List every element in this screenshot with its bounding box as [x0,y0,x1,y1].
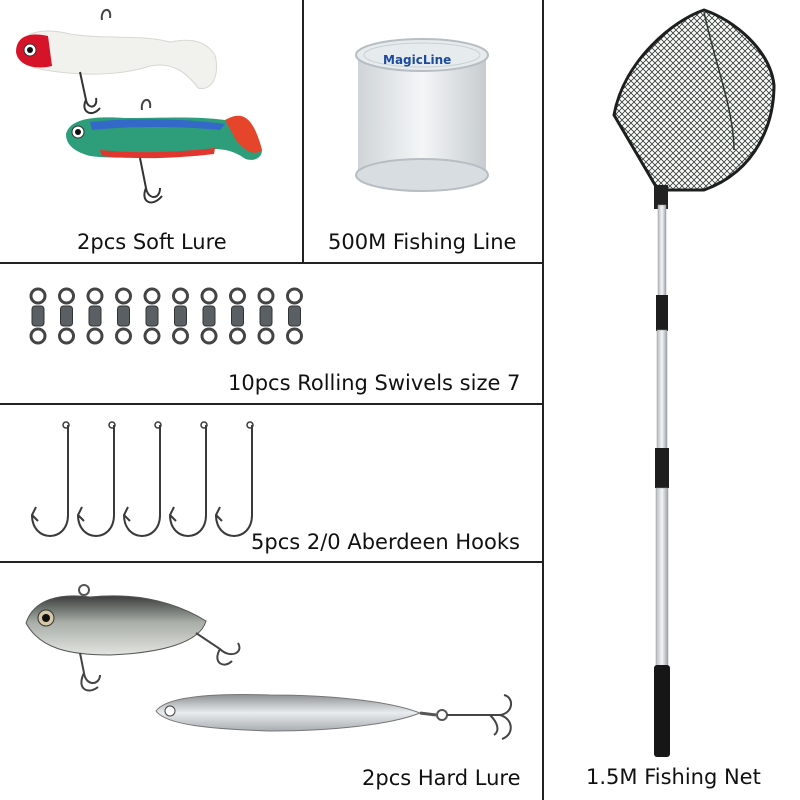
swivel-image [115,287,132,345]
hook-image [30,425,69,537]
swivel-image [29,287,47,345]
swivel-image [143,287,161,345]
net-caption: 1.5M Fishing Net [586,765,761,789]
hooks-panel: 5pcs 2/0 Aberdeen Hooks [0,405,542,561]
fishing-line-panel: MagicLine 500M Fishing Line [303,0,542,262]
swivel-image [286,287,303,345]
swivel-image [229,287,246,345]
spool-brand-text: MagicLine [383,53,451,67]
divider-vertical-right [542,0,544,800]
divider-vertical-top [302,0,304,263]
swivels-caption: 10pcs Rolling Swivels size 7 [228,371,521,395]
divider-h3 [0,561,543,563]
swivel-image [200,287,218,345]
divider-h1 [0,262,543,264]
fishing-line-spool-image: MagicLine [355,38,489,192]
divider-h2 [0,403,543,405]
soft-lure-caption: 2pcs Soft Lure [77,230,227,254]
hook-eye [62,421,70,429]
hook-eye [200,421,208,429]
hook-image [76,425,115,537]
hard-lure-image [25,584,512,740]
hook-eye [108,421,116,429]
swivel-image [257,287,275,345]
swivel-image [172,287,189,345]
soft-lure-panel: 2pcs Soft Lure [0,0,302,262]
hard-lure-panel: 2pcs Hard Lure [0,563,542,800]
hook-eye [246,421,254,429]
hook-eye [154,421,162,429]
hard-lure-caption: 2pcs Hard Lure [362,766,521,790]
fishing-net-panel: 1.5M Fishing Net [544,0,800,800]
hooks-image-group [30,421,254,537]
hook-image [168,425,207,537]
fishing-line-caption: 500M Fishing Line [328,230,517,254]
swivels-panel: 10pcs Rolling Swivels size 7 [0,264,542,403]
swivels-image-group [29,287,303,345]
hook-image [122,425,161,537]
hooks-caption: 5pcs 2/0 Aberdeen Hooks [251,530,520,554]
fishing-net-image [612,8,776,757]
soft-lure-image [16,9,262,204]
swivel-image [58,287,75,345]
swivel-image [86,287,104,345]
hook-image [214,425,253,537]
